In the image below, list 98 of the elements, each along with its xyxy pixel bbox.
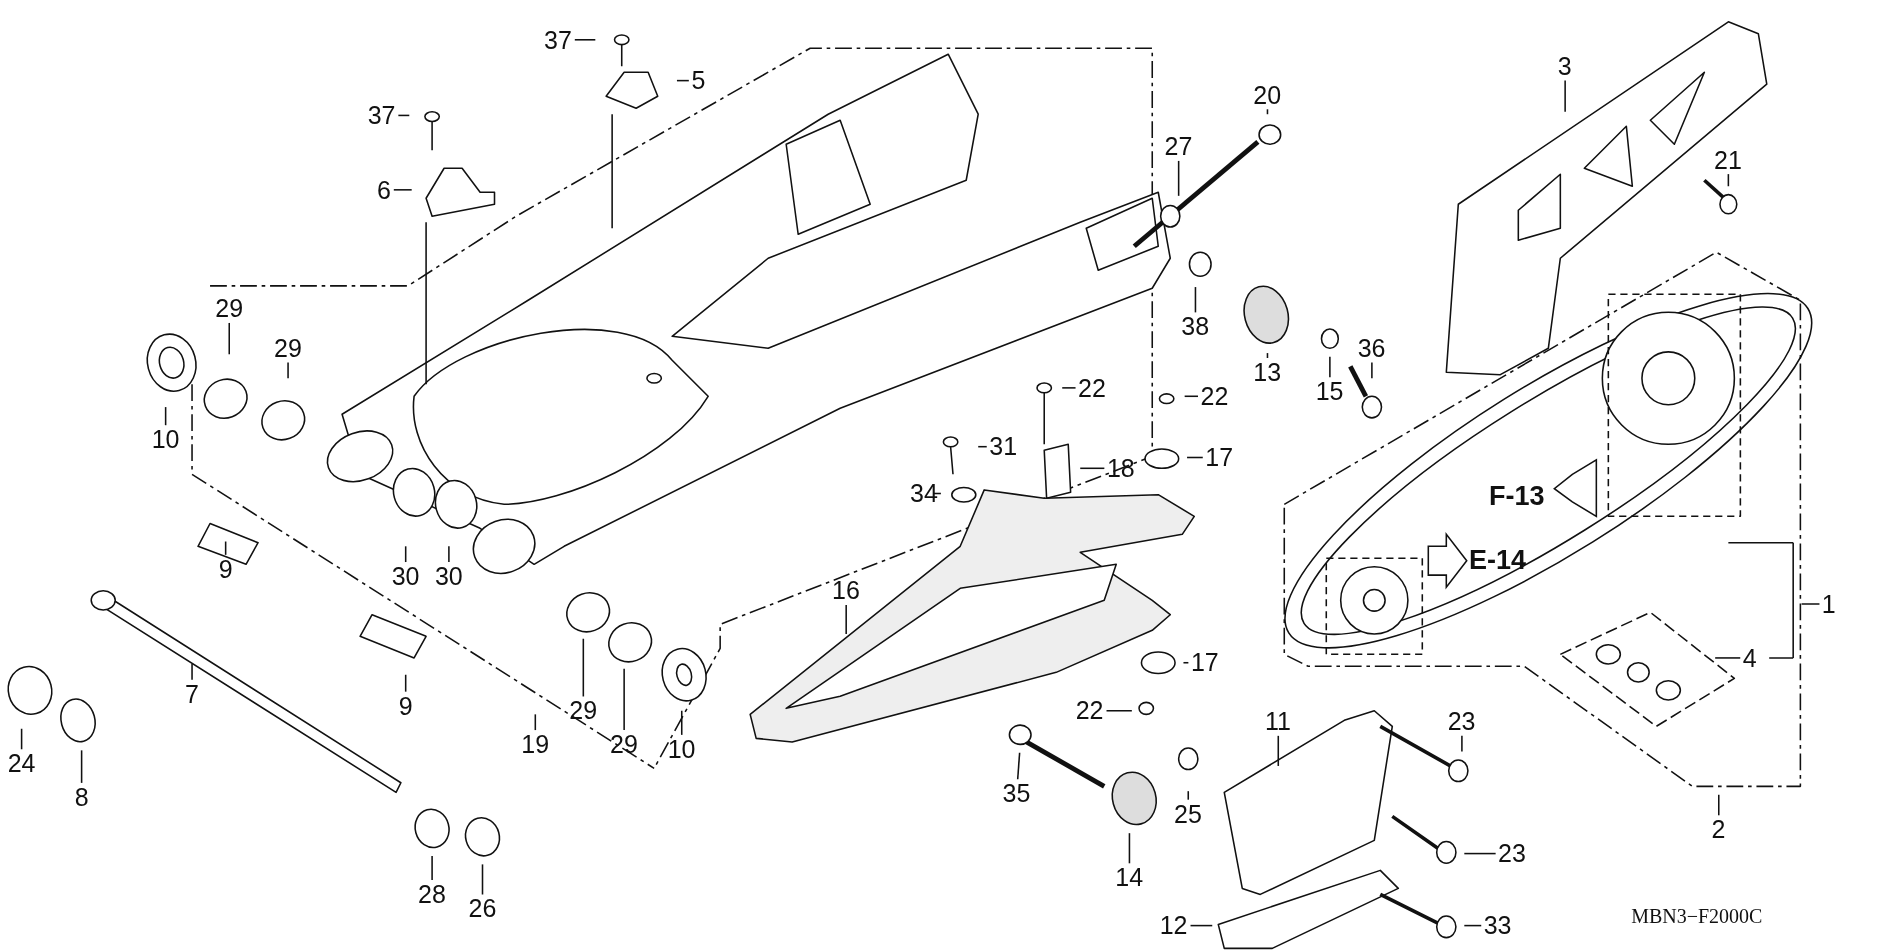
callout-number: 1 bbox=[1820, 591, 1837, 617]
leader-line bbox=[224, 540, 227, 556]
callout-number: 37 bbox=[366, 102, 397, 128]
leader-line bbox=[1727, 541, 1821, 659]
callout-number: 34 bbox=[909, 480, 939, 506]
leader-line bbox=[1016, 752, 1021, 781]
callout-number: 17 bbox=[1189, 649, 1220, 675]
leader-line bbox=[1189, 924, 1214, 927]
leader-line bbox=[574, 39, 597, 41]
callout-number: 5 bbox=[690, 67, 707, 93]
callout-number: 29 bbox=[273, 335, 303, 361]
page-reference: E-14 bbox=[1469, 546, 1527, 574]
callout-number: 35 bbox=[1001, 780, 1032, 806]
callout-number: 14 bbox=[1114, 864, 1145, 890]
callout-number: 15 bbox=[1314, 378, 1345, 404]
callout-number: 19 bbox=[520, 731, 551, 757]
callout-number: 29 bbox=[609, 731, 639, 757]
callout-number: 30 bbox=[433, 563, 464, 589]
callout-number: 16 bbox=[831, 577, 861, 603]
callout-number: 9 bbox=[217, 556, 234, 582]
leader-line bbox=[1187, 790, 1190, 801]
callout-number: 22 bbox=[1077, 375, 1107, 401]
leader-line bbox=[1461, 735, 1463, 753]
callout-number: 17 bbox=[1204, 444, 1235, 470]
leader-line bbox=[164, 406, 167, 426]
leader-line bbox=[431, 855, 433, 881]
leader-line bbox=[977, 445, 988, 448]
callout-number: 24 bbox=[6, 750, 37, 776]
callout-number: 30 bbox=[390, 563, 421, 589]
leader-line bbox=[393, 189, 413, 191]
leader-line bbox=[845, 604, 847, 635]
callout-number: 7 bbox=[184, 681, 200, 707]
leader-line bbox=[1463, 924, 1482, 927]
leader-line bbox=[1371, 361, 1373, 380]
leader-line bbox=[534, 713, 537, 731]
callout-number: 31 bbox=[988, 433, 1019, 459]
leader-line bbox=[1714, 657, 1742, 659]
callout-number: 6 bbox=[376, 177, 392, 203]
leader-line bbox=[1128, 832, 1131, 865]
callout-number: 37 bbox=[543, 27, 573, 53]
callout-number: 13 bbox=[1252, 359, 1283, 385]
leader-line bbox=[1727, 173, 1730, 187]
callout-number: 20 bbox=[1252, 82, 1283, 108]
leader-line bbox=[623, 667, 625, 731]
callout-number: 22 bbox=[1074, 697, 1105, 723]
callout-number: 26 bbox=[467, 895, 498, 921]
callout-number: 12 bbox=[1158, 912, 1189, 938]
leader-line bbox=[933, 492, 942, 495]
leader-line bbox=[1329, 355, 1331, 378]
leader-line bbox=[191, 663, 193, 681]
callout-number: 29 bbox=[568, 697, 599, 723]
leader-line bbox=[1182, 661, 1190, 664]
leader-line bbox=[1079, 467, 1106, 470]
leader-line bbox=[1266, 352, 1269, 359]
leader-line bbox=[676, 79, 690, 82]
callout-number: 38 bbox=[1180, 313, 1211, 339]
leader-line bbox=[1186, 456, 1204, 459]
callout-number: 8 bbox=[73, 784, 90, 810]
leader-line bbox=[80, 749, 83, 784]
leader-line bbox=[1277, 735, 1280, 767]
leader-line bbox=[481, 863, 484, 896]
callout-number: 36 bbox=[1356, 335, 1387, 361]
diagram-code: MBN3−F2000C bbox=[1631, 905, 1763, 926]
callout-number: 23 bbox=[1446, 708, 1477, 734]
leader-line bbox=[1266, 108, 1269, 115]
leader-line bbox=[404, 673, 407, 693]
leader-line bbox=[582, 637, 585, 698]
leader-line bbox=[1177, 160, 1180, 197]
page-reference: F-13 bbox=[1489, 482, 1545, 510]
leader-line bbox=[287, 361, 289, 380]
leader-line bbox=[397, 114, 411, 117]
callout-number: 27 bbox=[1163, 133, 1194, 159]
callout-number: 2 bbox=[1710, 816, 1727, 842]
leader-line bbox=[20, 727, 23, 751]
callout-number: 9 bbox=[397, 693, 414, 719]
callout-number: 25 bbox=[1173, 801, 1203, 827]
leader-line bbox=[448, 545, 450, 563]
callout-number: 33 bbox=[1482, 912, 1513, 938]
leader-line bbox=[1105, 709, 1133, 712]
callout-number: 21 bbox=[1713, 147, 1743, 173]
callout-number: 28 bbox=[417, 881, 447, 907]
callout-number: 22 bbox=[1199, 383, 1230, 409]
leader-line bbox=[228, 322, 231, 356]
callout-number: 10 bbox=[150, 426, 181, 452]
callout-number: 11 bbox=[1264, 708, 1292, 734]
leader-line bbox=[1183, 395, 1199, 398]
leader-line bbox=[1564, 79, 1566, 113]
leader-line bbox=[1061, 387, 1077, 389]
callout-number: 23 bbox=[1497, 840, 1527, 866]
callout-number: 3 bbox=[1556, 53, 1573, 79]
callout-number: 29 bbox=[214, 295, 245, 321]
leader-line bbox=[1194, 286, 1197, 314]
callout-number: 10 bbox=[666, 736, 697, 762]
leader-line bbox=[1718, 794, 1720, 817]
leader-line bbox=[404, 545, 407, 563]
callout-number: 4 bbox=[1741, 645, 1758, 671]
leader-line bbox=[680, 709, 683, 736]
leader-line bbox=[1463, 852, 1497, 855]
